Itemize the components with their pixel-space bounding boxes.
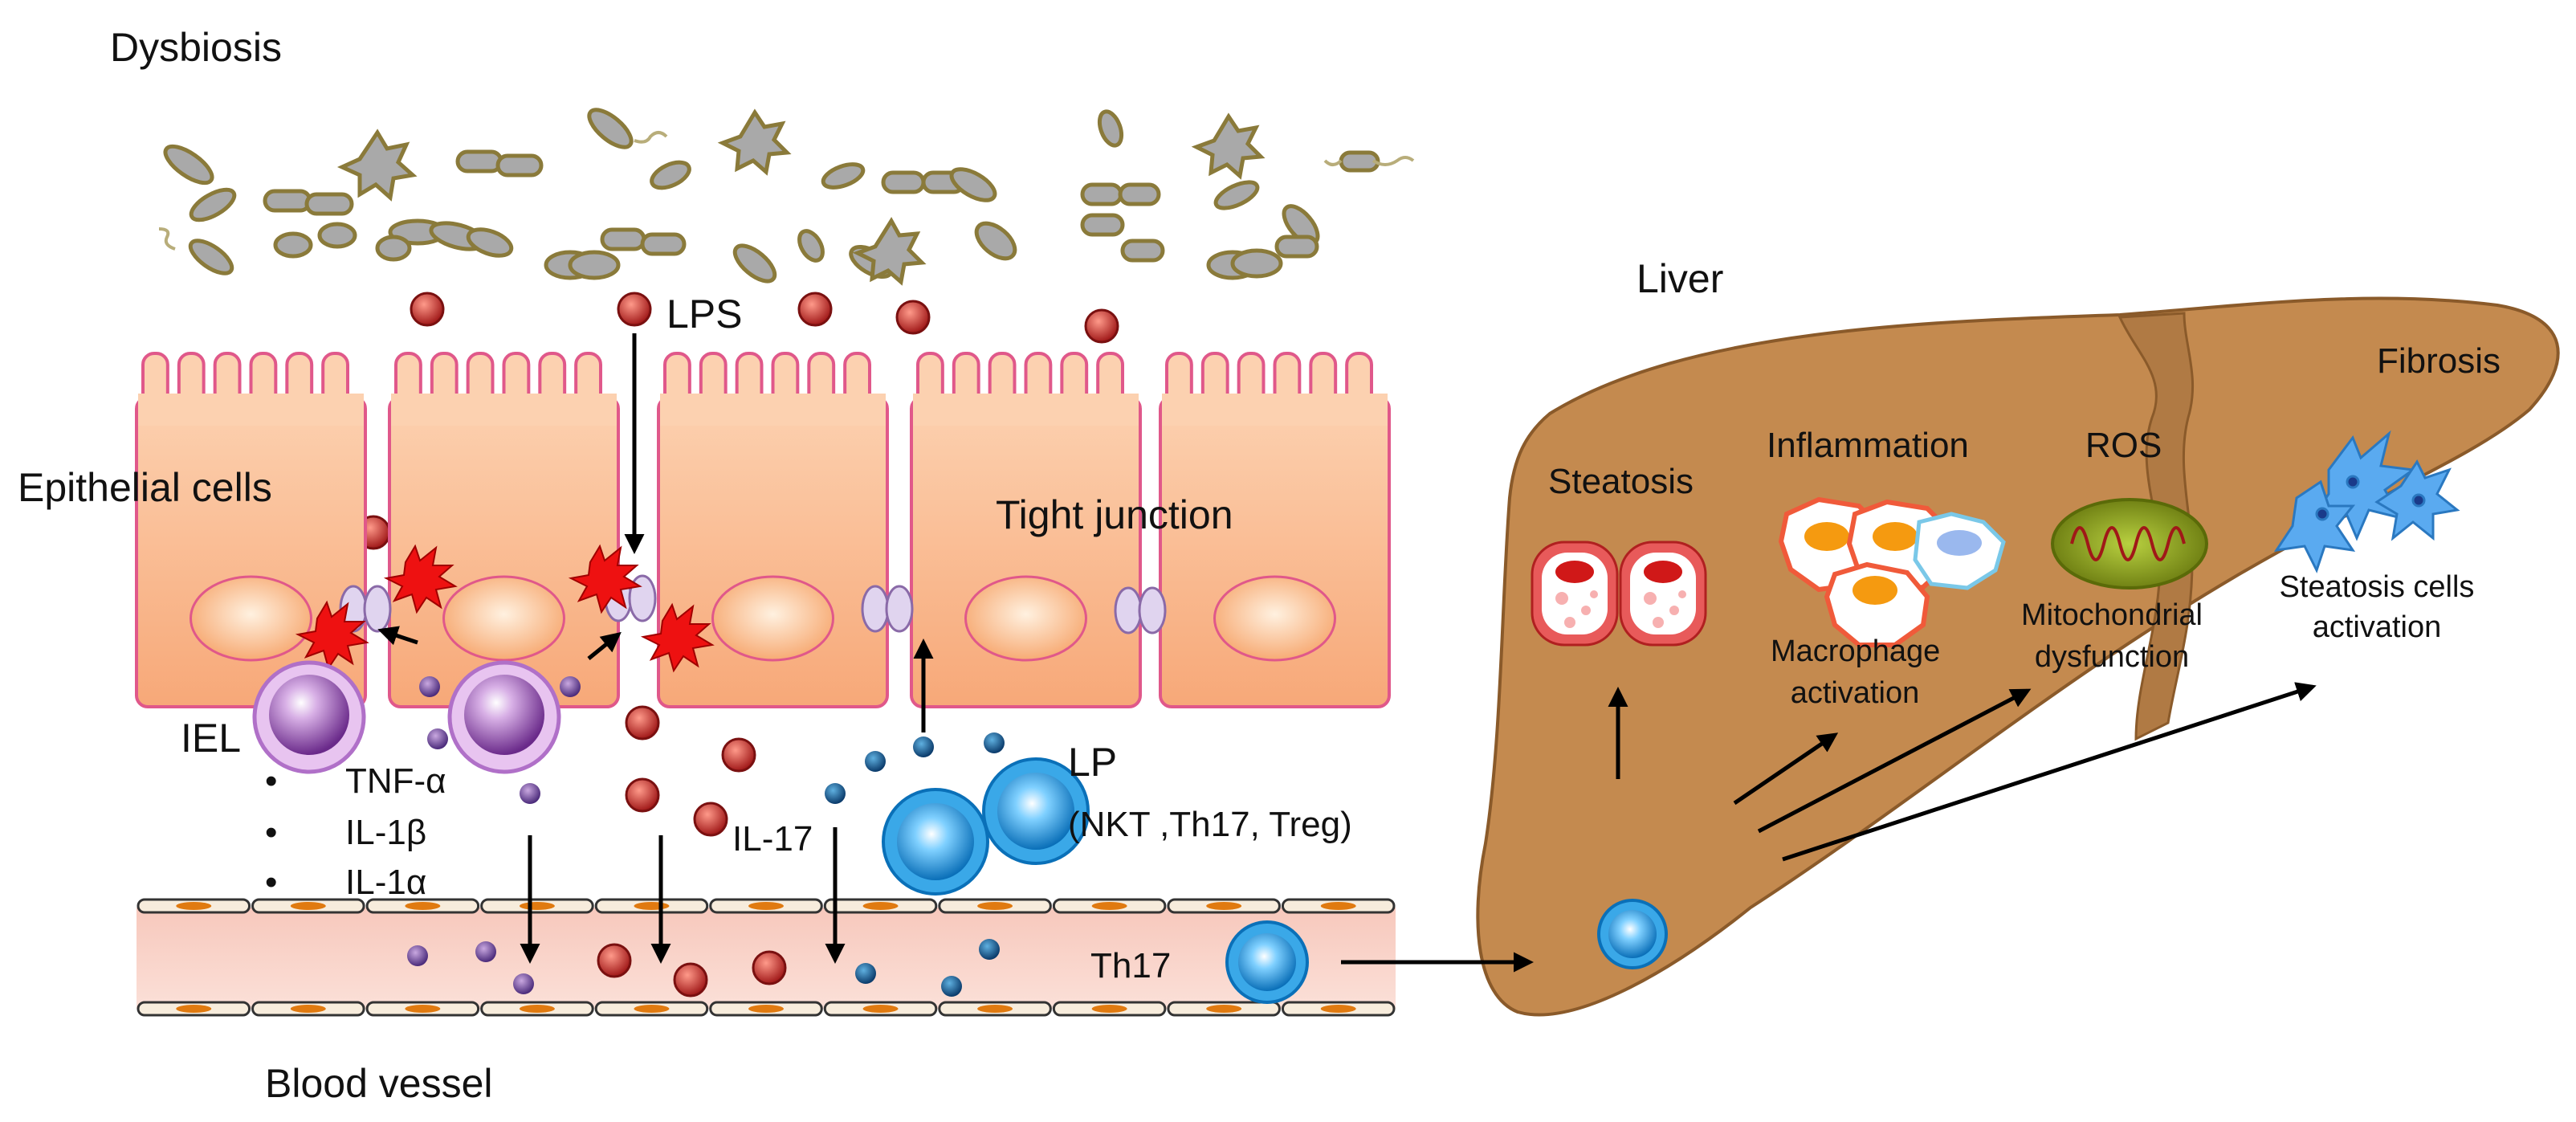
liver bbox=[1476, 296, 2560, 1017]
cytokine-name: IL-1α bbox=[345, 863, 427, 902]
bacteria-flagella bbox=[158, 131, 1415, 251]
stellate-label-line1: Steatosis cells bbox=[2279, 570, 2475, 604]
mitochondrion bbox=[2051, 498, 2208, 590]
cell-nucleus bbox=[190, 575, 312, 662]
vessel-particles bbox=[407, 920, 1309, 1004]
tight-junction-label: Tight junction bbox=[996, 492, 1233, 537]
fibrosis-label: Fibrosis bbox=[2377, 341, 2501, 381]
il17-label: IL-17 bbox=[732, 819, 813, 859]
epithelial-cell bbox=[1159, 352, 1391, 708]
blood-vessel-label: Blood vessel bbox=[265, 1061, 493, 1106]
macrophage-label-line1: Macrophage bbox=[1771, 634, 1941, 668]
stellate-label-line2: activation bbox=[2312, 610, 2442, 644]
cytokine-name: TNF-α bbox=[345, 761, 446, 801]
epithelial-cell bbox=[388, 352, 620, 708]
iel-cells bbox=[252, 660, 561, 774]
cell-nucleus bbox=[964, 575, 1087, 662]
lp-cells bbox=[882, 757, 1090, 896]
cytokine-bullet: • bbox=[265, 761, 278, 801]
il17-particles bbox=[825, 732, 1584, 914]
cytokine-bullet: • bbox=[265, 863, 278, 902]
steatosis-hepatocytes bbox=[1531, 541, 1707, 647]
epithelial-cells-label: Epithelial cells bbox=[18, 465, 272, 510]
steatosis-label: Steatosis bbox=[1548, 462, 1694, 501]
epithelial-cell bbox=[910, 352, 1142, 708]
mito-label-line2: dysfunction bbox=[2034, 640, 2190, 674]
cytokine-name: IL-1β bbox=[345, 813, 427, 852]
epithelial-layer bbox=[135, 352, 1391, 708]
liver-label: Liver bbox=[1636, 256, 1724, 301]
macrophage-label-line2: activation bbox=[1790, 676, 1920, 710]
epithelial-cell bbox=[657, 352, 889, 708]
ros-label: ROS bbox=[2085, 426, 2162, 465]
th17-label: Th17 bbox=[1090, 946, 1172, 985]
iel-label: IEL bbox=[181, 716, 242, 761]
lps-label: LPS bbox=[666, 292, 743, 337]
mito-label-line1: Mitochondrial bbox=[2021, 598, 2203, 632]
lp-label: LP bbox=[1068, 740, 1118, 785]
epithelial-cell bbox=[135, 352, 367, 708]
bacteria-cluster bbox=[163, 108, 1380, 284]
lp-cells-label: (NKT ,Th17, Treg) bbox=[1068, 805, 1352, 844]
lps-molecules bbox=[356, 292, 1119, 550]
stellate-cells bbox=[2273, 430, 2460, 573]
junction-damage-bursts bbox=[295, 544, 715, 673]
arrows bbox=[377, 333, 2317, 973]
inflammation-label: Inflammation bbox=[1767, 426, 1969, 465]
cell-nucleus bbox=[1213, 575, 1336, 662]
cytokine-bullet: • bbox=[265, 813, 278, 852]
liver-th17 bbox=[1597, 899, 1668, 969]
macrophages bbox=[1778, 496, 2006, 647]
star-bacteria bbox=[336, 108, 1266, 286]
cell-nucleus bbox=[711, 575, 834, 662]
cell-nucleus bbox=[442, 575, 565, 662]
dysbiosis-label: Dysbiosis bbox=[110, 25, 282, 70]
